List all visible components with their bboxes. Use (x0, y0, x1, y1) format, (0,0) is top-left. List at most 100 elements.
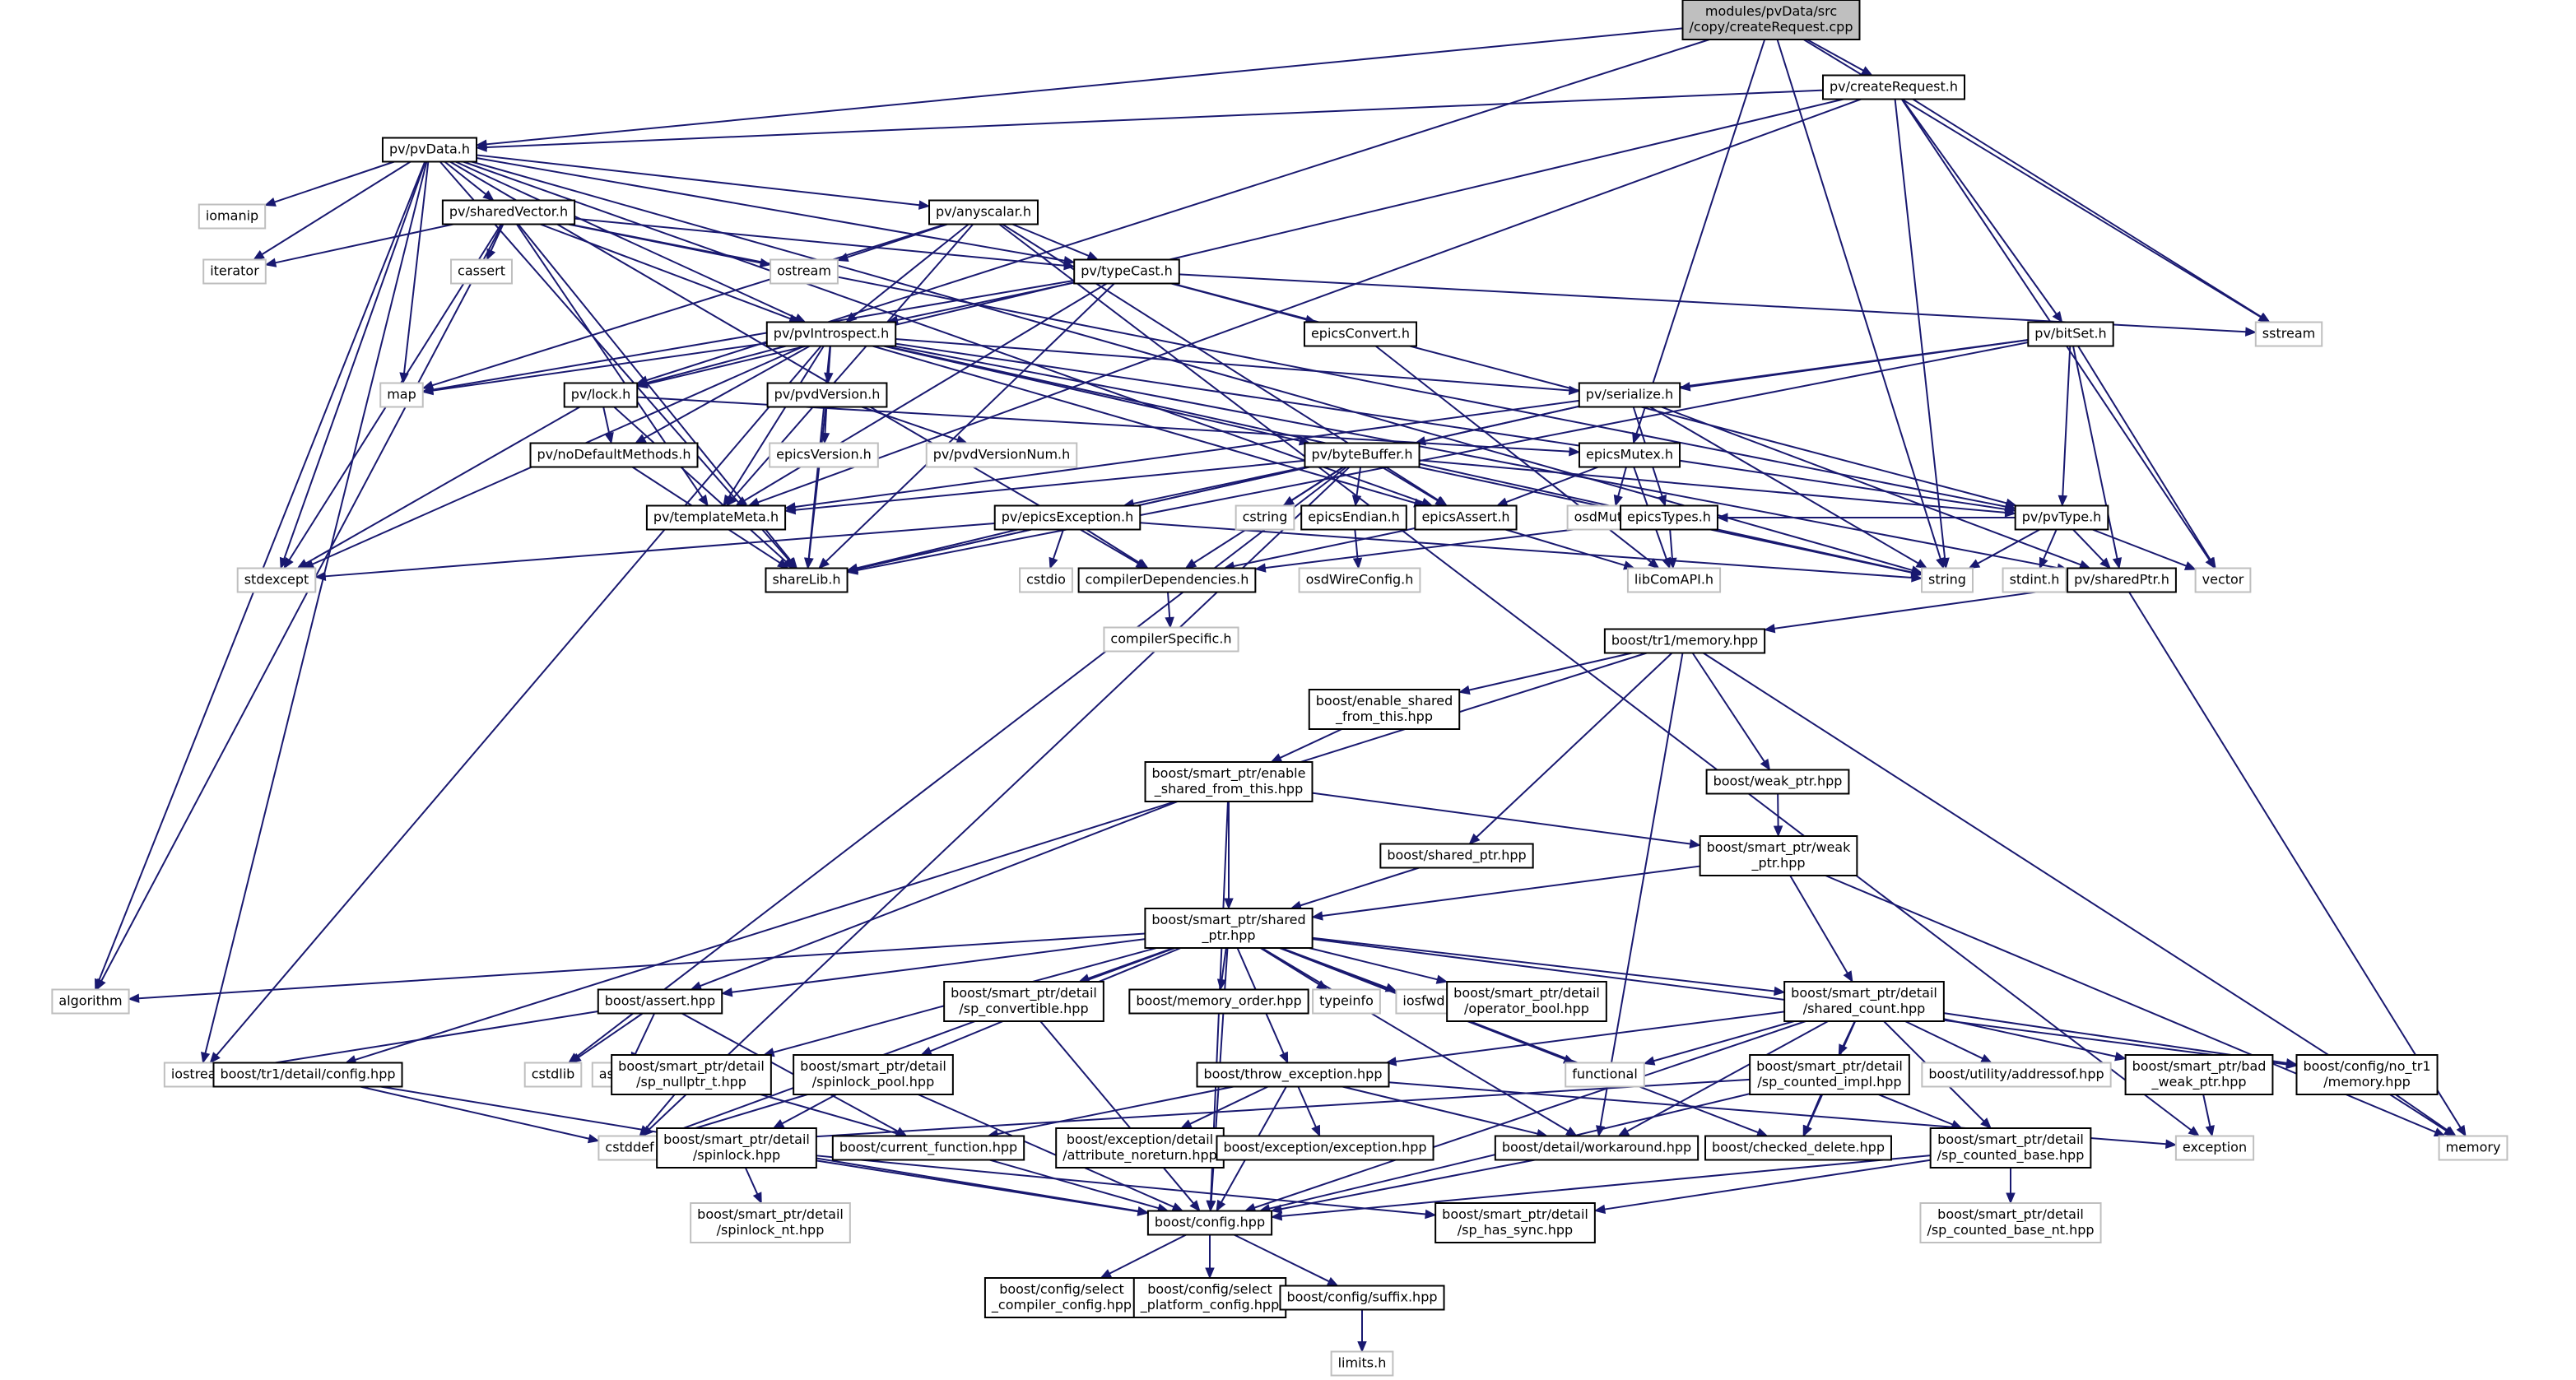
node-root[interactable]: modules/pvData/src/copy/createRequest.cp… (1681, 0, 1861, 40)
node-pvdVersion[interactable]: pv/pvdVersion.h (766, 382, 888, 408)
node-epicsConvert[interactable]: epicsConvert.h (1303, 321, 1418, 347)
node-tr1memory[interactable]: boost/tr1/memory.hpp (1603, 628, 1766, 654)
node-algorithm[interactable]: algorithm (51, 988, 130, 1015)
node-spinlockNt[interactable]: boost/smart_ptr/detail/spinlock_nt.hpp (690, 1202, 851, 1243)
node-addressof[interactable]: boost/utility/addressof.hpp (1921, 1062, 2112, 1088)
node-typeCast[interactable]: pv/typeCast.h (1073, 258, 1180, 285)
node-stdint[interactable]: stdint.h (2002, 567, 2067, 593)
node-selectCompiler[interactable]: boost/config/select_compiler_config.hpp (983, 1277, 1140, 1318)
node-spinlockPool[interactable]: boost/smart_ptr/detail/spinlock_pool.hpp (793, 1054, 954, 1095)
node-epicsTypes[interactable]: epicsTypes.h (1620, 504, 1718, 531)
node-sharedPtr[interactable]: pv/sharedPtr.h (2067, 567, 2177, 593)
node-templateMeta[interactable]: pv/templateMeta.h (645, 504, 787, 531)
node-typeinfo[interactable]: typeinfo (1312, 988, 1381, 1015)
node-cstddef[interactable]: cstddef (598, 1135, 662, 1161)
node-exceptionHpp[interactable]: boost/exception/exception.hpp (1216, 1135, 1434, 1161)
node-pvType[interactable]: pv/pvType.h (2014, 504, 2109, 531)
node-osdWireConfig[interactable]: osdWireConfig.h (1298, 567, 1421, 593)
node-selectPlatform[interactable]: boost/config/select_platform_config.hpp (1132, 1277, 1287, 1318)
node-stdexcept[interactable]: stdexcept (236, 567, 317, 593)
node-badWeakPtr[interactable]: boost/smart_ptr/bad_weak_ptr.hpp (2124, 1054, 2274, 1095)
node-sharedPtrHpp[interactable]: boost/shared_ptr.hpp (1379, 843, 1534, 869)
node-sstream[interactable]: sstream (2254, 321, 2323, 347)
node-string[interactable]: string (1921, 567, 1974, 593)
node-spSharedPtr[interactable]: boost/smart_ptr/shared_ptr.hpp (1144, 908, 1314, 949)
node-spEnableShared[interactable]: boost/smart_ptr/enable_shared_from_this.… (1144, 761, 1314, 802)
node-enableSharedFromThis[interactable]: boost/enable_shared_from_this.hpp (1308, 689, 1461, 730)
node-memory[interactable]: memory (2438, 1135, 2509, 1161)
node-bitSet[interactable]: pv/bitSet.h (2027, 321, 2114, 347)
edge-spNullptr-to-cstddef (639, 1094, 676, 1137)
node-spNullptr[interactable]: boost/smart_ptr/detail/sp_nullptr_t.hpp (611, 1054, 772, 1095)
node-lock[interactable]: pv/lock.h (563, 382, 639, 408)
node-box (1298, 567, 1421, 593)
node-tr1config[interactable]: boost/tr1/detail/config.hpp (212, 1062, 403, 1088)
node-createRequest[interactable]: pv/createRequest.h (1821, 74, 1966, 100)
node-suffix[interactable]: boost/config/suffix.hpp (1279, 1285, 1445, 1311)
node-label: /sp_nullptr_t.hpp (636, 1074, 746, 1090)
node-vector[interactable]: vector (2194, 567, 2252, 593)
node-ostream[interactable]: ostream (770, 258, 839, 285)
node-shareLib[interactable]: shareLib.h (765, 567, 849, 593)
node-iterator[interactable]: iterator (202, 258, 267, 285)
node-box (441, 199, 576, 225)
node-attrNoreturn[interactable]: boost/exception/detail/attribute_noretur… (1055, 1127, 1225, 1169)
node-operatorBool[interactable]: boost/smart_ptr/detail/operator_bool.hpp (1446, 981, 1607, 1022)
node-exception[interactable]: exception (2174, 1135, 2255, 1161)
node-epicsAssert[interactable]: epicsAssert.h (1414, 504, 1518, 531)
edge-pvType-to-string (1968, 528, 2040, 569)
node-serialize[interactable]: pv/serialize.h (1578, 382, 1681, 408)
edge-pvIntrospect-to-iostream (209, 345, 822, 1064)
node-cstdlib[interactable]: cstdlib (523, 1062, 583, 1088)
node-epicsEndian[interactable]: epicsEndian.h (1300, 504, 1407, 531)
node-compilerDependencies[interactable]: compilerDependencies.h (1077, 567, 1257, 593)
node-box (1144, 908, 1314, 949)
node-spCountedBase[interactable]: boost/smart_ptr/detail/sp_counted_base.h… (1929, 1127, 2092, 1169)
edge-pvType-to-sharedPtr (2072, 528, 2111, 569)
node-spCountedBaseNt[interactable]: boost/smart_ptr/detail/sp_counted_base_n… (1919, 1202, 2102, 1243)
node-iosfwd[interactable]: iosfwd (1395, 988, 1453, 1015)
edge-spSharedPtr-to-workaround (1261, 947, 1578, 1137)
node-cstring[interactable]: cstring (1235, 504, 1295, 531)
node-byteBuffer[interactable]: pv/byteBuffer.h (1304, 442, 1421, 468)
node-epicsVersion[interactable]: epicsVersion.h (769, 442, 879, 468)
node-map[interactable]: map (379, 382, 424, 408)
node-limits[interactable]: limits.h (1330, 1350, 1394, 1377)
node-anyscalar[interactable]: pv/anyscalar.h (928, 199, 1039, 225)
node-noTr1Memory[interactable]: boost/config/no_tr1/memory.hpp (2295, 1054, 2439, 1095)
node-label: /sp_counted_base_nt.hpp (1927, 1222, 2094, 1238)
node-pvData[interactable]: pv/pvData.h (381, 137, 478, 163)
edge-anyscalar-to-pvIntrospect (845, 223, 969, 323)
node-spCountedImpl[interactable]: boost/smart_ptr/detail/sp_counted_impl.h… (1749, 1054, 1910, 1095)
node-label: boost/smart_ptr/detail (663, 1131, 810, 1148)
node-currentFunction[interactable]: boost/current_function.hpp (831, 1135, 1025, 1161)
node-label: _shared_from_this.hpp (1154, 781, 1303, 797)
node-memoryOrder[interactable]: boost/memory_order.hpp (1128, 988, 1309, 1015)
node-box (1821, 74, 1966, 100)
node-cstdio[interactable]: cstdio (1019, 567, 1073, 593)
node-box (1103, 626, 1239, 653)
node-spinlock[interactable]: boost/smart_ptr/detail/spinlock.hpp (656, 1127, 817, 1169)
node-pvIntrospect[interactable]: pv/pvIntrospect.h (765, 321, 897, 347)
node-functional[interactable]: functional (1565, 1062, 1645, 1088)
node-epicsMutex[interactable]: epicsMutex.h (1578, 442, 1681, 468)
node-compilerSpecific[interactable]: compilerSpecific.h (1103, 626, 1239, 653)
node-noDefaultMethods[interactable]: pv/noDefaultMethods.h (529, 442, 699, 468)
node-cassert[interactable]: cassert (450, 258, 513, 285)
node-workaround[interactable]: boost/detail/workaround.hpp (1494, 1135, 1700, 1161)
edge-createRequest-to-string (1894, 99, 1950, 569)
node-iomanip[interactable]: iomanip (198, 203, 267, 230)
node-sharedVector[interactable]: pv/sharedVector.h (441, 199, 576, 225)
node-throwException[interactable]: boost/throw_exception.hpp (1196, 1062, 1390, 1088)
node-sharedCount[interactable]: boost/smart_ptr/detail/shared_count.hpp (1783, 981, 1945, 1022)
node-libComAPI[interactable]: libComAPI.h (1626, 567, 1722, 593)
node-spHasSync[interactable]: boost/smart_ptr/detail/sp_has_sync.hpp (1434, 1202, 1596, 1243)
node-boostConfig[interactable]: boost/config.hpp (1146, 1210, 1273, 1236)
node-boostAssert[interactable]: boost/assert.hpp (597, 988, 723, 1015)
node-checkedDelete[interactable]: boost/checked_delete.hpp (1704, 1135, 1892, 1161)
node-weakPtr[interactable]: boost/weak_ptr.hpp (1705, 769, 1850, 795)
node-pvdVersionNum[interactable]: pv/pvdVersionNum.h (925, 442, 1078, 468)
node-spConvertible[interactable]: boost/smart_ptr/detail/sp_convertible.hp… (943, 981, 1104, 1022)
node-epicsException[interactable]: pv/epicsException.h (993, 504, 1142, 531)
node-spWeakPtr[interactable]: boost/smart_ptr/weak_ptr.hpp (1699, 835, 1858, 876)
